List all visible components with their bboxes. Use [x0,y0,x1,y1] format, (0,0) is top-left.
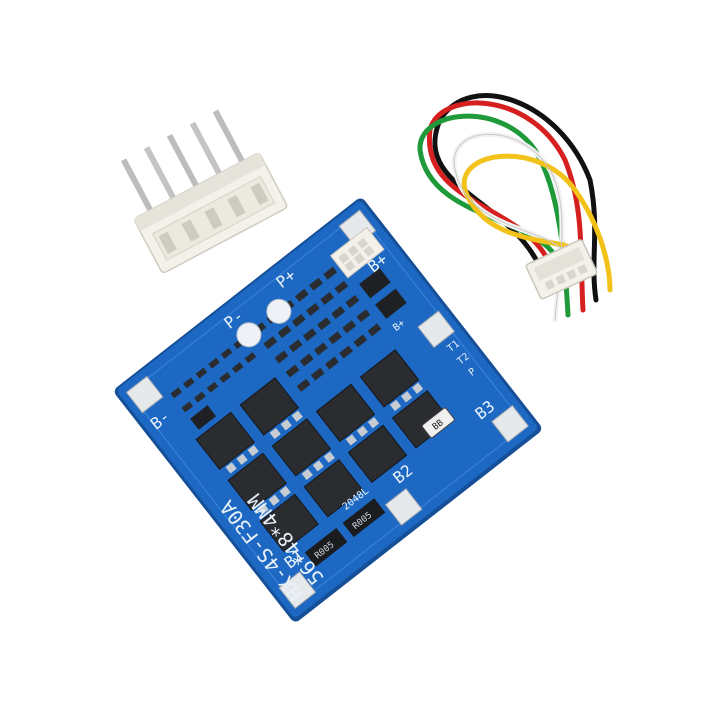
ic-chips [190,268,407,430]
mark-p-small: P [467,366,479,378]
harness-connector [525,239,598,300]
wire-yellow [461,153,613,293]
solder-pads [125,209,530,609]
mosfet-array [195,349,452,553]
bms-pcb-board: R005 R005 BB HX-4S-F30A 56*48*4MM B- B1 … [114,198,542,622]
wire-red [427,100,586,313]
mounting-holes [236,298,292,348]
header-pins [120,109,248,216]
oval-component: BB [421,407,455,439]
board-connector-socket [329,226,385,279]
pin-header-connector [120,109,288,274]
wire-harness [417,93,613,323]
